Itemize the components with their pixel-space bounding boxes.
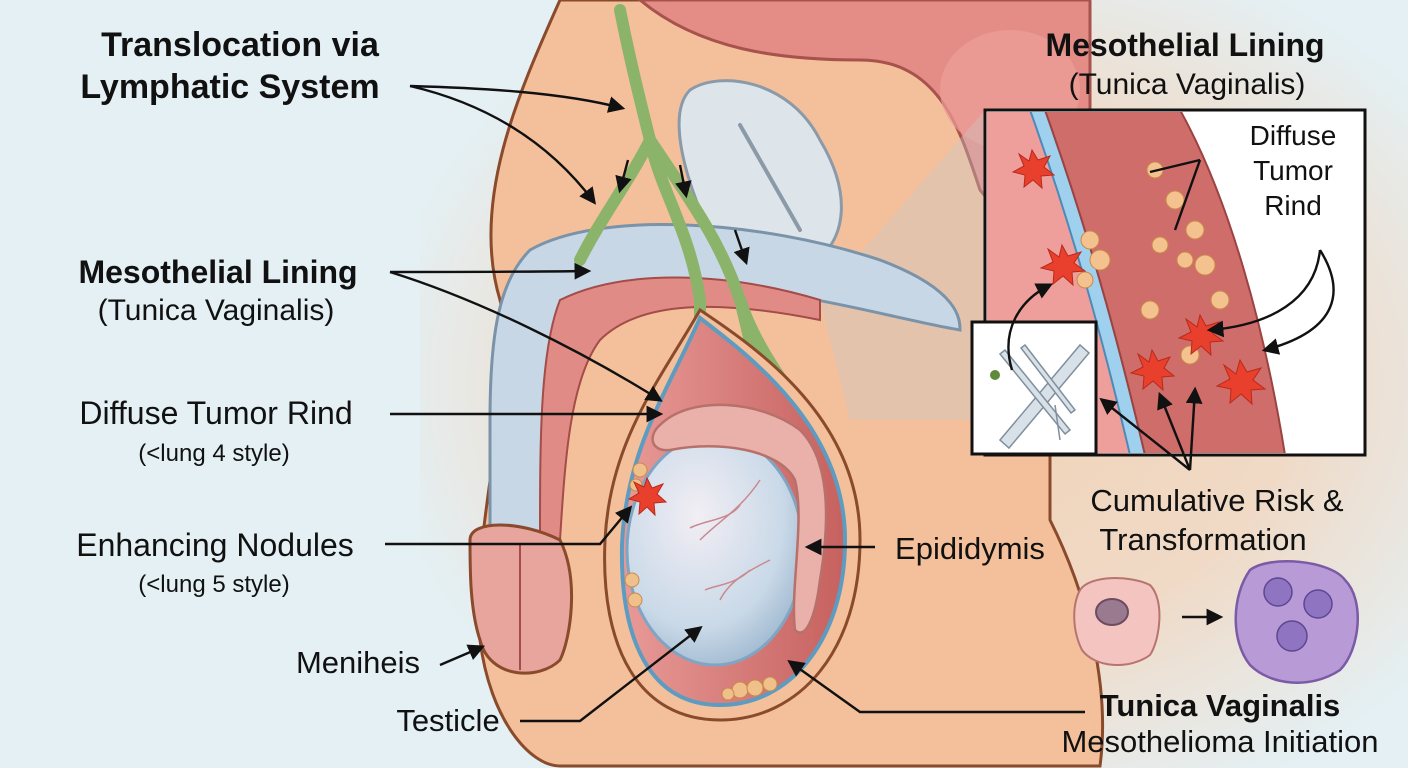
- label-rind-left-title: Diffuse Tumor Rind: [79, 395, 352, 431]
- label-lymphatic-line1: Translocation via: [101, 26, 380, 64]
- label-initiation-title: Tunica Vaginalis: [1100, 688, 1341, 723]
- label-epididymis: Epididymis: [895, 531, 1045, 566]
- zoom-connector: [820, 110, 985, 420]
- green-particle: [990, 370, 1000, 380]
- label-risk-line2: Transformation: [1099, 522, 1306, 557]
- label-testicle: Testicle: [396, 703, 499, 738]
- label-lining-left-title: Mesothelial Lining: [78, 254, 357, 290]
- testis: [625, 433, 805, 667]
- label-rind-inset-line1: Diffuse: [1250, 120, 1337, 151]
- label-rind-inset: Diffuse Tumor Rind: [1250, 120, 1337, 221]
- label-initiation: Tunica Vaginalis Mesothelioma Initiation: [1061, 688, 1378, 759]
- label-risk-line1: Cumulative Risk &: [1090, 483, 1344, 518]
- label-initiation-sub: Mesothelioma Initiation: [1061, 724, 1378, 759]
- label-risk: Cumulative Risk & Transformation: [1090, 483, 1344, 557]
- label-lymphatic: Translocation via Lymphatic System: [80, 26, 380, 106]
- label-rind-inset-line2: Tumor: [1253, 155, 1333, 186]
- label-lining-right: Mesothelial Lining (Tunica Vaginalis): [1045, 27, 1324, 101]
- tumor-burst-icon: [627, 476, 668, 517]
- penile-shaft-inner: [538, 276, 821, 541]
- normal-cell-icon: [1073, 577, 1161, 666]
- label-rind-inset-line3: Rind: [1264, 190, 1322, 221]
- label-lining-right-title: Mesothelial Lining: [1045, 27, 1324, 63]
- testis-vessels: [689, 479, 771, 601]
- label-nodules-title: Enhancing Nodules: [76, 527, 354, 563]
- label-nodules: Enhancing Nodules (<lung 5 style): [76, 527, 354, 598]
- label-rind-left: Diffuse Tumor Rind (<lung 4 style): [79, 395, 352, 467]
- bone-fiber: [738, 123, 802, 232]
- label-menihei: Meniheis: [296, 645, 420, 680]
- label-lining-left-sub: (Tunica Vaginalis): [98, 294, 335, 327]
- inset-bursts: [1011, 148, 1267, 406]
- label-lymphatic-line2: Lymphatic System: [80, 68, 379, 106]
- malignant-cell-icon: [1234, 560, 1359, 684]
- asbestos-fiber-icon: [998, 343, 1091, 450]
- leader-lines: [385, 84, 1335, 723]
- label-rind-left-sub: (<lung 4 style): [138, 440, 289, 467]
- label-lining-right-sub: (Tunica Vaginalis): [1069, 68, 1306, 101]
- epididymis: [651, 403, 828, 634]
- asbestos-fiber-inset: [970, 320, 1098, 456]
- label-lining-left: Mesothelial Lining (Tunica Vaginalis): [78, 254, 357, 327]
- label-nodules-sub: (<lung 5 style): [138, 571, 289, 598]
